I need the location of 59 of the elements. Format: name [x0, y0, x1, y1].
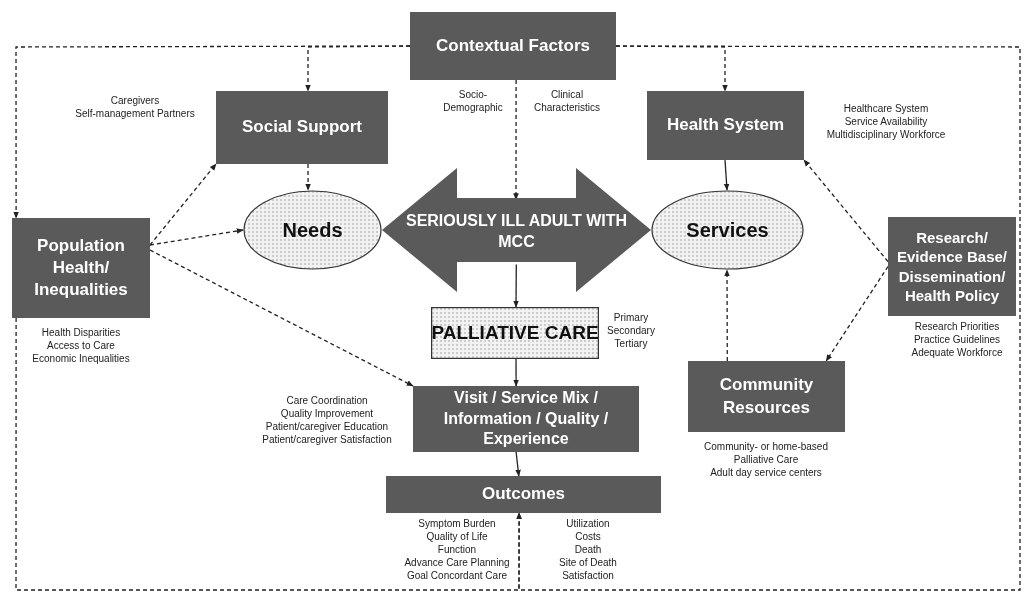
- note-text: Site of Death: [559, 556, 617, 569]
- note-text: Health Disparities: [41, 326, 121, 339]
- note-text: Costs: [575, 530, 601, 543]
- factor-box: Health System: [647, 91, 804, 160]
- outcomes-box: Outcomes: [386, 476, 661, 513]
- needs-ellipse: Needs: [243, 190, 382, 270]
- patient-label: SERIOUSLY ILL ADULT WITH MCC: [395, 199, 638, 265]
- palliative-care-box: PALLIATIVE CARE: [431, 307, 599, 359]
- arrow: [513, 358, 519, 387]
- note-text: Palliative Care: [733, 453, 799, 466]
- note-text: Quality Improvement: [280, 407, 374, 420]
- factor-box: Social Support: [216, 91, 388, 164]
- factor-box: Population Health/ Inequalities: [12, 218, 150, 318]
- note-text: Symptom Burden: [418, 517, 496, 530]
- note-text: Death: [574, 543, 602, 556]
- note-text: Service Availability: [844, 115, 928, 128]
- note-text: Primary: [613, 311, 649, 324]
- note-text: Healthcare System: [843, 102, 929, 115]
- arrow: [149, 163, 217, 246]
- note-text: Function: [437, 543, 477, 556]
- note-text: Care Coordination: [286, 394, 368, 407]
- note-text: Self-management Partners: [75, 107, 195, 120]
- process-box: Visit / Service Mix / Information / Quality / Experience: [413, 386, 639, 452]
- note-text: Advance Care Planning: [404, 556, 510, 569]
- factor-box: Contextual Factors: [410, 12, 616, 80]
- arrow: [513, 263, 519, 308]
- arrow: [149, 249, 414, 387]
- factor-box: Community Resources: [688, 361, 845, 432]
- arrow: [149, 228, 244, 246]
- note-text: Adequate Workforce: [911, 346, 1003, 359]
- note-text: Patient/caregiver Satisfaction: [262, 433, 392, 446]
- note-text: Satisfaction: [562, 569, 614, 582]
- arrow: [305, 163, 311, 191]
- services-ellipse: Services: [651, 190, 804, 270]
- arrow: [724, 269, 730, 362]
- arrow: [515, 451, 521, 477]
- arrow: [825, 265, 889, 362]
- arrow: [516, 45, 1021, 591]
- factor-box: Research/ Evidence Base/ Dissemination/ Health Policy: [888, 217, 1016, 316]
- note-text: Economic Inequalities: [32, 352, 130, 365]
- note-text: Research Priorities: [914, 320, 1000, 333]
- note-text: Utilization: [566, 517, 610, 530]
- double-arrow: [382, 168, 651, 292]
- arrow: [723, 159, 730, 191]
- arrow: [15, 317, 522, 591]
- note-text: Access to Care: [47, 339, 115, 352]
- note-text: Adult day service centers: [710, 466, 822, 479]
- arrow: [13, 45, 411, 219]
- note-text: Community- or home-based: [704, 440, 828, 453]
- note-text: Caregivers: [110, 94, 160, 107]
- note-text: Secondary: [607, 324, 655, 337]
- note-text: Quality of Life: [426, 530, 488, 543]
- note-text: Tertiary: [614, 337, 648, 350]
- note-text: Practice Guidelines: [913, 333, 1001, 346]
- arrow: [803, 159, 889, 263]
- arrow: [513, 79, 519, 201]
- note-text: Multidisciplinary Workforce: [826, 128, 946, 141]
- note-text: Goal Concordant Care: [406, 569, 508, 582]
- note-text: Patient/caregiver Education: [265, 420, 389, 433]
